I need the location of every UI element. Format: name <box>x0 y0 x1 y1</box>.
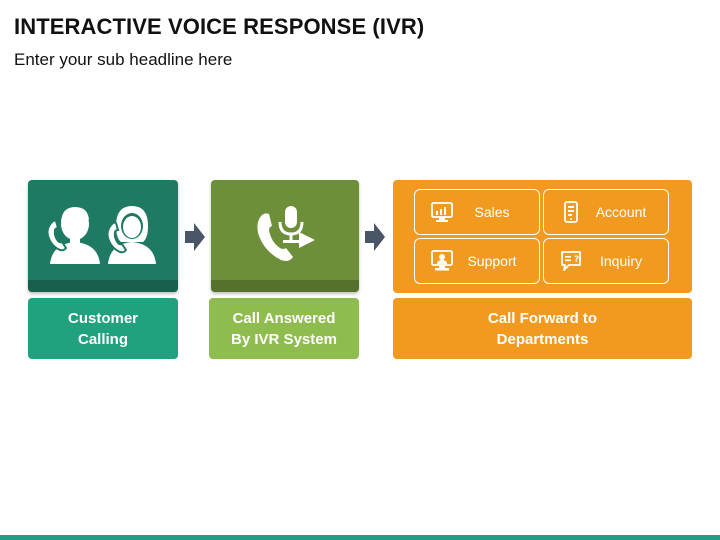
support-agent-icon <box>431 250 453 271</box>
panel-shadow-band <box>28 280 178 292</box>
department-label: Inquiry <box>599 253 643 269</box>
sales-monitor-icon <box>431 202 453 222</box>
account-mobile-icon <box>564 201 578 223</box>
department-support: Support <box>414 238 540 284</box>
phone-microphone-icon <box>257 206 315 261</box>
customers-calling-icon <box>46 206 156 264</box>
step-ivr-system-panel <box>211 180 359 292</box>
inquiry-chat-icon: ? <box>561 251 581 271</box>
step-customer-calling-panel <box>28 180 178 292</box>
page-subtitle: Enter your sub headline here <box>14 50 233 69</box>
step-departments-panel: Sales Account Support ? Inquiry <box>393 180 692 293</box>
step-label-departments: Call Forward to Departments <box>393 298 692 359</box>
step-label-customer-calling: Customer Calling <box>28 298 178 359</box>
department-label: Sales <box>474 204 510 220</box>
flow-arrow-icon <box>185 223 205 251</box>
department-account: Account <box>543 189 669 235</box>
panel-shadow-band <box>211 280 359 292</box>
department-label: Account <box>595 204 647 220</box>
department-label: Support <box>467 253 517 269</box>
svg-text:?: ? <box>574 255 579 265</box>
flow-arrow-icon <box>365 223 385 251</box>
department-inquiry: ? Inquiry <box>543 238 669 284</box>
page-title: INTERACTIVE VOICE RESPONSE (IVR) <box>14 14 425 39</box>
footer-accent-bar <box>0 535 720 540</box>
step-label-ivr-system: Call Answered By IVR System <box>209 298 359 359</box>
department-sales: Sales <box>414 189 540 235</box>
